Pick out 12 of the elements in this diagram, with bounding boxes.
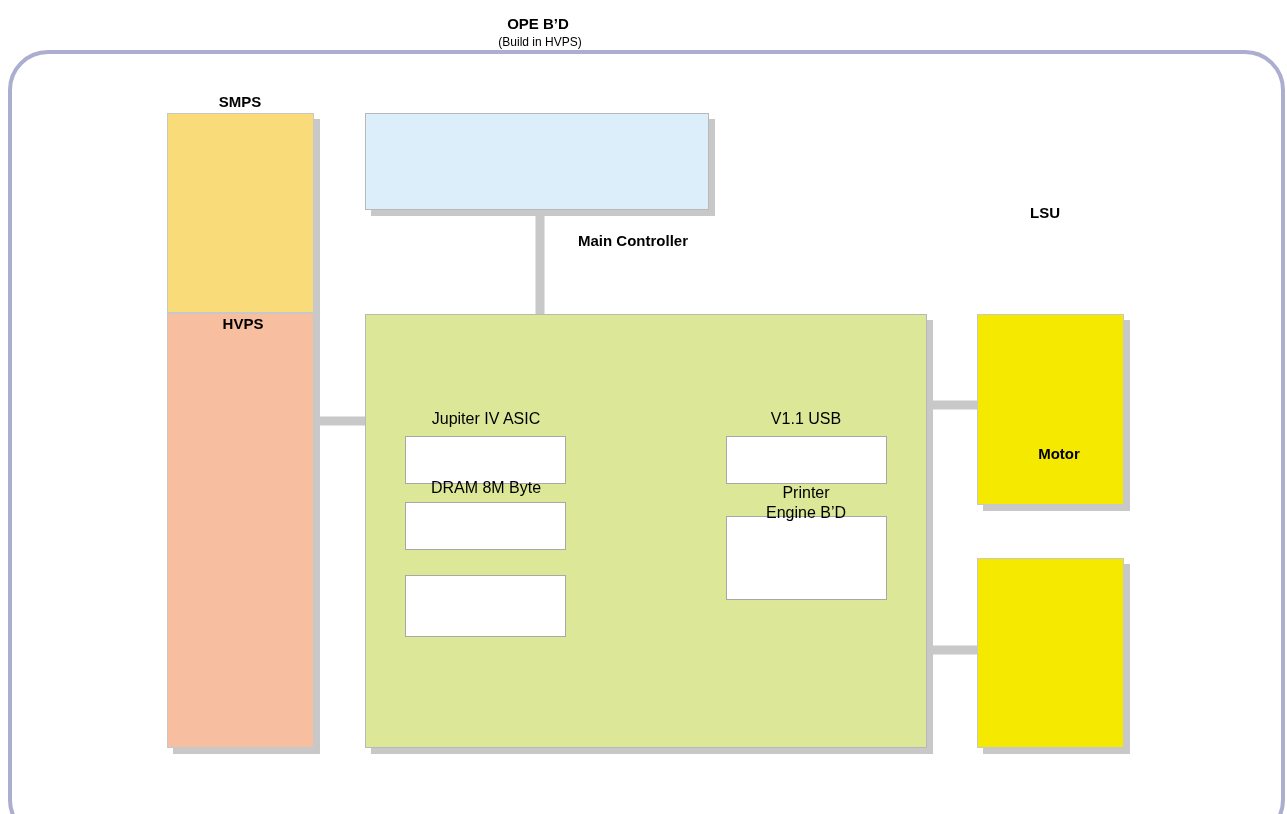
chip-label: V1.1 USB [769, 409, 843, 429]
block-label: Motor [1037, 445, 1081, 464]
chip-block [405, 575, 566, 637]
block-label: HVPS [221, 315, 265, 334]
chip-label: DRAM 8M Byte [429, 478, 543, 498]
chip-label: Jupiter IV ASIC [430, 409, 542, 429]
unit-label: LSU [1030, 203, 1060, 223]
board-subtitle: (Build in HVPS) [497, 35, 583, 50]
board-title: OPE B’D [506, 15, 570, 34]
chip-label: Printer Engine B’D [764, 483, 847, 523]
board-label: Main Controller [578, 231, 688, 251]
block-label: SMPS [217, 93, 263, 112]
